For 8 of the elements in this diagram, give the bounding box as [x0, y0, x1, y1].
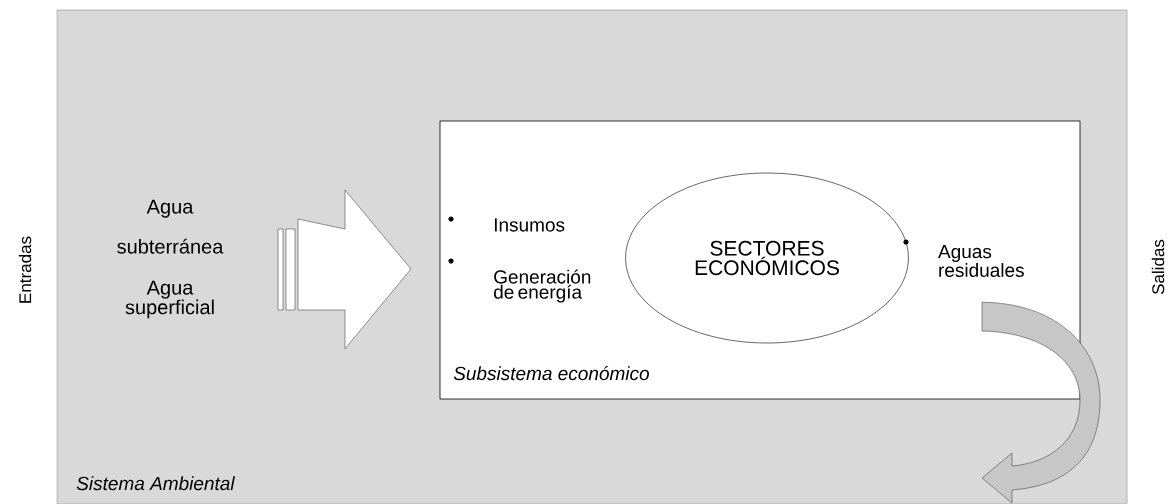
- side-label: Salidas: [1151, 239, 1165, 295]
- side-label: Entradas: [18, 236, 32, 303]
- curved-arrow: [981, 301, 1101, 504]
- block-arrow: [277, 189, 412, 350]
- output-text: Aguas residuales: [938, 245, 1024, 277]
- input-text: Agua subterránea Agua superficial: [117, 199, 224, 319]
- list-item: Insumos: [494, 218, 565, 232]
- list-item: Generación de energía: [494, 269, 591, 303]
